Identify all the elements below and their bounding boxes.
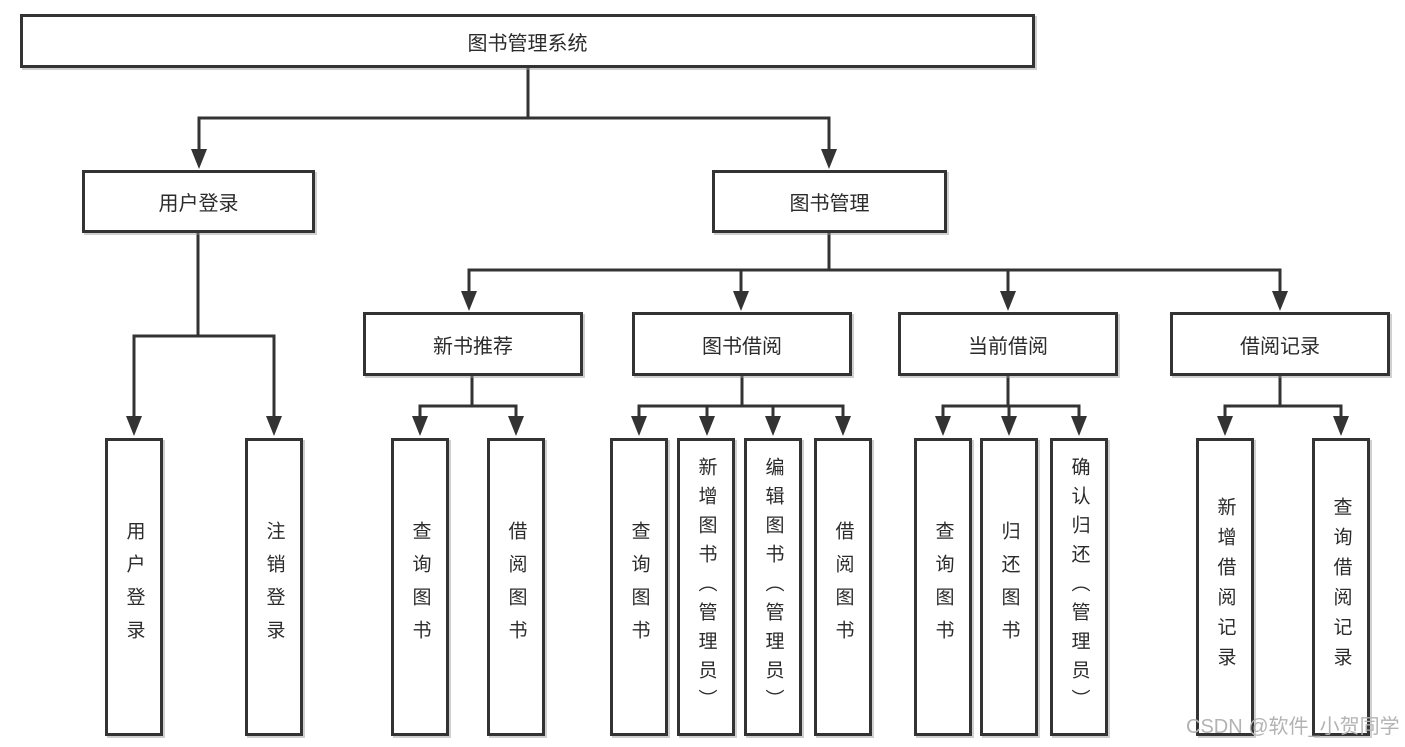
node-label: 新书推荐 [433,335,513,358]
node-new-book-recommend: 新书推荐 [363,312,583,376]
node-label: 借阅图书 [505,521,527,653]
leaf-logout: 注销登录 [245,438,303,736]
node-current-borrowing: 当前借阅 [898,312,1118,376]
leaf-br-query-record: 查询借阅记录 [1312,438,1370,736]
node-label: 查询图书 [628,521,650,653]
leaf-cb-return-books: 归还图书 [980,438,1038,736]
watermark: CSDN @软件_小贺同学 [1186,716,1400,738]
node-label: 查询图书 [932,521,954,653]
leaf-nbr-query-books: 查询图书 [391,438,449,736]
node-label: 归还图书 [998,521,1020,653]
node-label: 新增图书（管理员） [695,456,717,718]
node-label: 图书管理 [789,193,870,215]
node-user-login: 用户登录 [82,170,315,233]
node-label: 图书借阅 [702,335,782,358]
node-label: 图书管理系统 [467,32,588,55]
leaf-br-add-record: 新增借阅记录 [1196,438,1254,736]
leaf-bb-edit-books-admin: 编辑图书（管理员） [744,438,802,736]
node-label: 用户登录 [158,193,239,215]
node-label: 借阅图书 [832,521,854,653]
node-label: 借阅记录 [1240,335,1320,358]
node-label: 查询借阅记录 [1330,497,1352,677]
node-label: 确认归还（管理员） [1068,456,1090,718]
node-label: 编辑图书（管理员） [762,456,784,718]
node-book-management: 图书管理 [712,170,947,233]
leaf-bb-query-books: 查询图书 [610,438,668,736]
node-label: 用户登录 [123,521,145,653]
node-label: 当前借阅 [968,335,1048,358]
node-library-management-system: 图书管理系统 [20,14,1035,68]
leaf-cb-confirm-return-admin: 确认归还（管理员） [1050,438,1108,736]
leaf-cb-query-books: 查询图书 [914,438,972,736]
node-label: 新增借阅记录 [1214,497,1236,677]
leaf-user-login: 用户登录 [105,438,163,736]
leaf-nbr-borrow-books: 借阅图书 [487,438,545,736]
leaf-bb-add-books-admin: 新增图书（管理员） [677,438,735,736]
leaf-bb-borrow-books: 借阅图书 [814,438,872,736]
node-label: 查询图书 [409,521,431,653]
node-book-borrowing: 图书借阅 [632,312,852,376]
node-label: 注销登录 [263,521,285,653]
node-borrow-records: 借阅记录 [1170,312,1390,376]
